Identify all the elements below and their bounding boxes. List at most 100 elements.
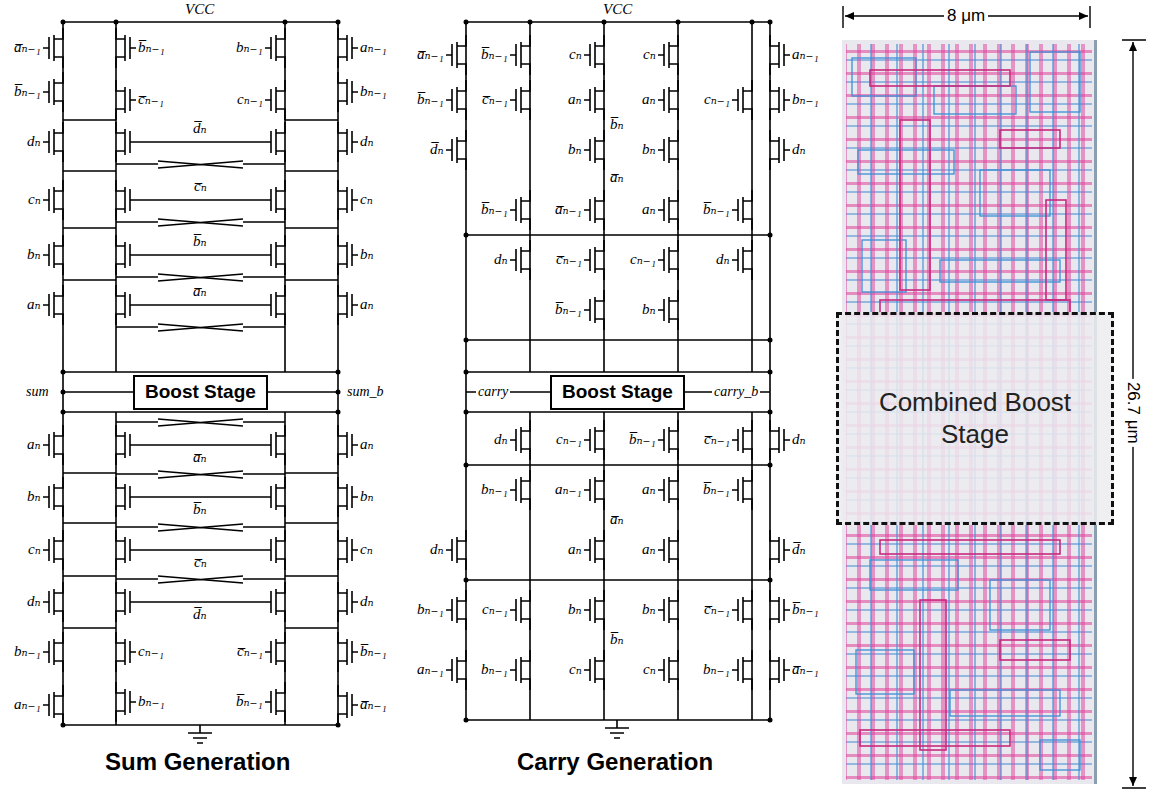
signal-name: bₙ <box>642 301 656 318</box>
signal-name: a̅ₙ <box>610 511 624 528</box>
signal-name: a̅ₙ <box>610 169 624 186</box>
signal-name: bₙ <box>27 246 41 263</box>
signal-name: VCC <box>185 1 214 18</box>
signal-name: a̅ₙ₋₁ <box>417 46 444 63</box>
signal-name: aₙ <box>642 541 656 558</box>
signal-name: b̅ₙ₋₁ <box>417 91 444 108</box>
signal-name: a̅ₙ₋₁ <box>14 39 41 56</box>
signal-name: bₙ₋₁ <box>138 693 165 710</box>
net-name: sum_b <box>345 384 386 400</box>
node-label: Boost Stage <box>145 381 256 404</box>
signal-name: cₙ₋₁ <box>704 91 730 108</box>
signal-name: b̅ₙ₋₁ <box>792 601 819 618</box>
signal-name: bₙ₋₁ <box>14 643 41 660</box>
signal-name: bₙ <box>642 601 656 618</box>
signal-name: dₙ <box>27 593 41 610</box>
signal-name: a̅ₙ₋₁ <box>792 661 819 678</box>
signal-name: a̅ₙ₋₁ <box>555 201 582 218</box>
signal-name: b̅ₙ <box>610 116 624 133</box>
boost-stage-box: Boost Stage <box>550 375 685 410</box>
signal-name: dₙ <box>360 593 374 610</box>
signal-name: c̅ₙ₋₁ <box>556 251 582 268</box>
signal-name: dₙ <box>360 133 374 150</box>
transistor-symbols <box>446 35 790 690</box>
signal-name: d̅ₙ <box>430 141 444 158</box>
signal-name: bₙ <box>568 601 582 618</box>
signal-name: aₙ <box>360 436 374 453</box>
signal-name: cₙ₋₁ <box>237 91 263 108</box>
signal-name: aₙ <box>642 201 656 218</box>
signal-name: b̅ₙ₋₁ <box>555 301 582 318</box>
figure-caption: Carry Generation <box>517 748 713 776</box>
figure-caption: Sum Generation <box>105 748 290 776</box>
sum-circuit <box>43 20 358 744</box>
dimension-label: 8 μm <box>944 6 988 26</box>
transistor-symbols <box>43 28 358 725</box>
net-name: carry <box>476 384 510 400</box>
signal-name: b̅ₙ₋₁ <box>629 431 656 448</box>
signal-name: cₙ <box>569 46 582 63</box>
node-label: Boost Stage <box>562 381 673 404</box>
sum-wires <box>63 22 338 743</box>
signal-name: a̅ₙ₋₁ <box>360 696 387 713</box>
signal-name: dₙ <box>792 431 806 448</box>
signal-name: bₙ₋₁ <box>360 83 387 100</box>
signal-name: b̅ₙ₋₁ <box>14 83 41 100</box>
signal-name: bₙ₋₁ <box>417 601 444 618</box>
signal-name: bₙ₋₁ <box>236 39 263 56</box>
signal-name: aₙ₋₁ <box>792 46 819 63</box>
signal-name: b̅ₙ₋₁ <box>138 39 165 56</box>
signal-name: b̅ₙ₋₁ <box>481 46 508 63</box>
signal-name: b̅ₙ <box>610 631 624 648</box>
signal-name: b̅ₙ <box>193 233 207 250</box>
signal-name: b̅ₙ₋₁ <box>703 481 730 498</box>
signal-name: bₙ <box>642 141 656 158</box>
signal-name: dₙ <box>494 431 508 448</box>
combined-boost-region: Combined Boost Stage <box>836 312 1114 525</box>
signal-name: c̅ₙ <box>194 178 207 195</box>
signal-name: cₙ <box>28 541 41 558</box>
junction-dots <box>61 20 341 728</box>
signal-name: aₙ <box>642 481 656 498</box>
signal-name: aₙ₋₁ <box>14 696 41 713</box>
signal-name: cₙ₋₁ <box>138 643 164 660</box>
signal-name: aₙ <box>27 296 41 313</box>
signal-name: bₙ₋₁ <box>481 481 508 498</box>
signal-name: c̅ₙ₋₁ <box>138 91 164 108</box>
signal-name: bₙ₋₁ <box>792 91 819 108</box>
signal-name: aₙ <box>568 541 582 558</box>
signal-name: bₙ <box>360 488 374 505</box>
signal-name: aₙ₋₁ <box>555 481 582 498</box>
net-name: carry_b <box>712 384 760 400</box>
net-name: sum <box>24 384 51 400</box>
signal-name: b̅ₙ₋₁ <box>481 201 508 218</box>
junction-dots <box>464 20 773 723</box>
signal-name: c̅ₙ₋₁ <box>237 643 263 660</box>
boost-stage-box: Boost Stage <box>133 375 268 410</box>
signal-name: cₙ₋₁ <box>556 431 582 448</box>
signal-name: dₙ <box>716 251 730 268</box>
signal-name: aₙ₋₁ <box>417 661 444 678</box>
signal-name: b̅ₙ₋₁ <box>703 201 730 218</box>
signal-name: dₙ <box>494 251 508 268</box>
signal-name: bₙ <box>568 141 582 158</box>
signal-name: cₙ₋₁ <box>482 601 508 618</box>
signal-name: b̅ₙ <box>193 501 207 518</box>
signal-name: aₙ₋₁ <box>360 39 387 56</box>
signal-name: c̅ₙ₋₁ <box>482 91 508 108</box>
signal-name: d̅ₙ <box>792 541 806 558</box>
signal-name: dₙ <box>792 141 806 158</box>
signal-name: cₙ <box>643 46 656 63</box>
signal-name: dₙ <box>430 541 444 558</box>
carry-wires <box>466 22 770 738</box>
signal-name: b̅ₙ₋₁ <box>360 643 387 660</box>
signal-name: cₙ <box>569 661 582 678</box>
signal-name: VCC <box>603 1 632 18</box>
carry-circuit <box>446 20 790 739</box>
signal-name: cₙ <box>360 191 373 208</box>
signal-name: cₙ <box>360 541 373 558</box>
signal-name: bₙ <box>27 488 41 505</box>
signal-name: bₙ₋₁ <box>703 661 730 678</box>
dimension-label: 26.7 μm <box>1123 379 1143 447</box>
